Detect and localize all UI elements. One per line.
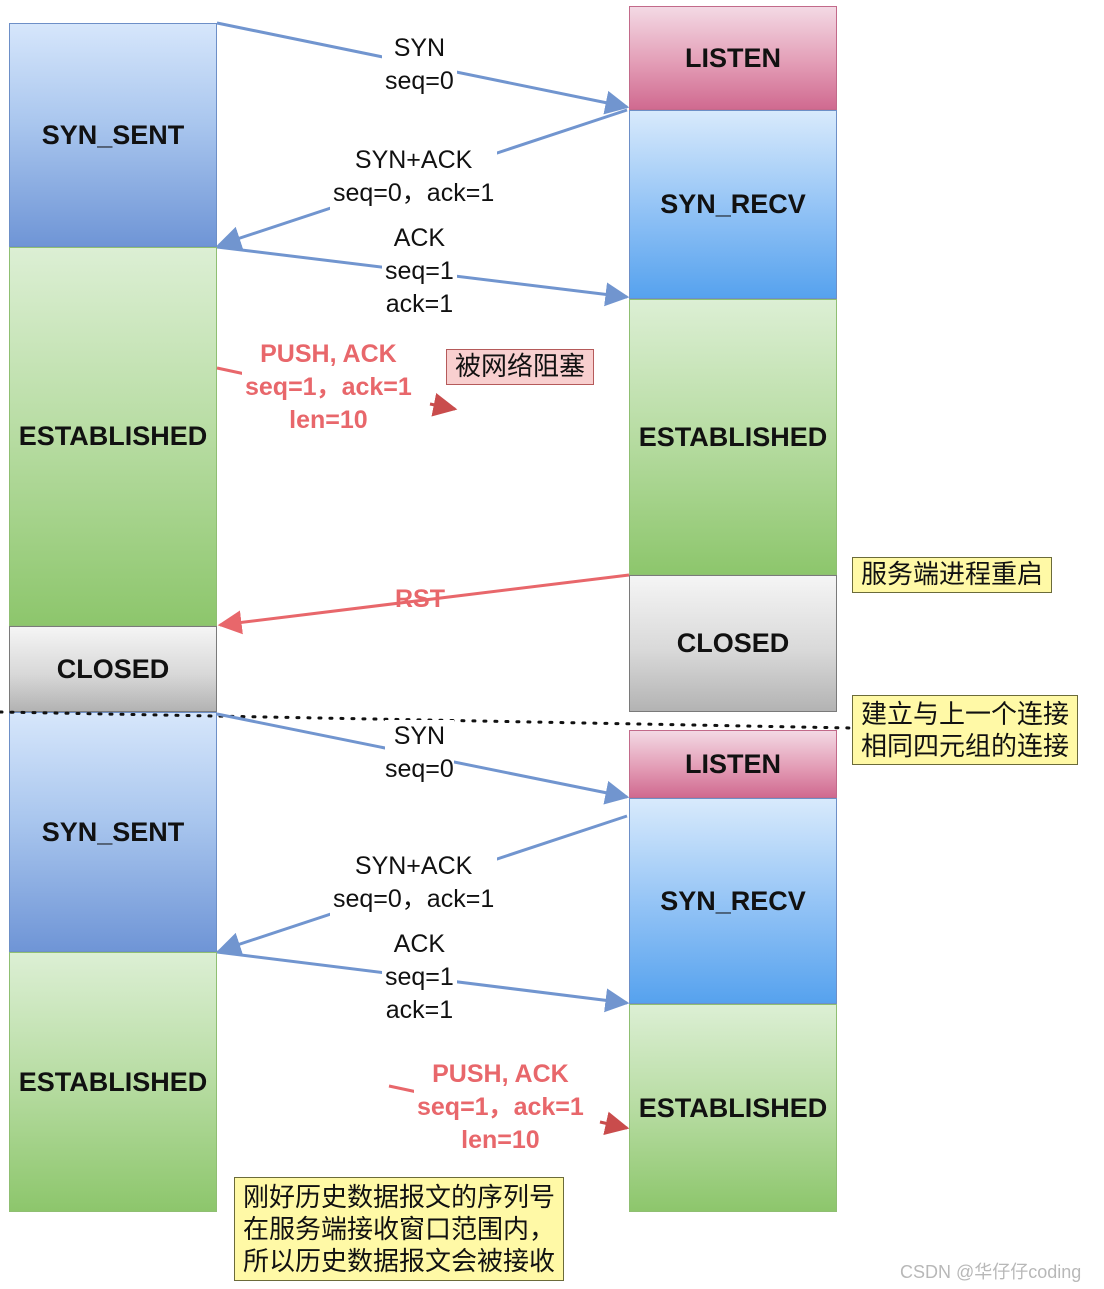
note-line: 相同四元组的连接 [861, 731, 1070, 761]
message-line: len=10 [289, 406, 368, 434]
message-label-syn-1: SYN seq=0 [382, 32, 457, 98]
arrow-push-blocked-end [429, 392, 458, 417]
message-line: ACK [393, 224, 446, 252]
message-label-synack-2: SYN+ACK seq=0，ack=1 [330, 850, 498, 916]
message-label-push-blocked: PUSH, ACK seq=1，ack=1 len=10 [242, 338, 415, 437]
message-label-synack-1: SYN+ACK seq=0，ack=1 [330, 144, 498, 210]
message-line: PUSH, ACK [432, 1060, 569, 1088]
right-state-label: SYN_RECV [660, 189, 806, 219]
left-state-label: ESTABLISHED [18, 421, 208, 451]
note-network-blocked: 被网络阻塞 [446, 349, 595, 385]
left-state-label: SYN_SENT [41, 119, 185, 150]
message-line: seq=0 [385, 67, 454, 95]
right-state-established-2: ESTABLISHED [629, 1004, 837, 1212]
message-label-ack-1: ACK seq=1 ack=1 [382, 222, 457, 321]
message-line: SYN+ACK [354, 852, 473, 880]
message-line: seq=1，ack=1 [245, 373, 412, 401]
message-line: SYN [385, 720, 454, 753]
right-state-label: CLOSED [676, 628, 790, 658]
left-state-label: SYN_SENT [41, 816, 185, 847]
right-state-listen-2: LISTEN [629, 730, 837, 798]
message-line: seq=0 [385, 753, 454, 786]
right-state-label: ESTABLISHED [638, 1092, 828, 1123]
message-line: seq=1，ack=1 [417, 1093, 584, 1121]
message-label-ack-2: ACK seq=1 ack=1 [382, 928, 457, 1027]
message-label-syn-2: SYN seq=0 [382, 720, 457, 786]
message-line: RST [395, 585, 445, 613]
right-state-established-1: ESTABLISHED [629, 299, 837, 575]
message-line: ACK [393, 930, 446, 958]
message-label-push-accepted: PUSH, ACK seq=1，ack=1 len=10 [414, 1058, 587, 1157]
message-line: PUSH, ACK [260, 340, 397, 368]
right-state-syn-recv-2: SYN_RECV [629, 798, 837, 1004]
message-line: seq=0，ack=1 [333, 179, 495, 207]
message-line: SYN+ACK [354, 146, 473, 174]
arrow-push-accepted-start [388, 1084, 418, 1094]
left-state-syn-sent-2: SYN_SENT [9, 712, 217, 952]
left-state-label: CLOSED [56, 653, 170, 684]
right-state-label: LISTEN [684, 748, 781, 779]
message-line: seq=1 [385, 963, 454, 991]
note-line: 所以历史数据报文会被接收 [243, 1246, 556, 1276]
watermark: CSDN @华仔仔coding [900, 1262, 1082, 1282]
note-line: 在服务端接收窗口范围内， [243, 1214, 556, 1244]
arrow-push-accepted-end [599, 1111, 630, 1136]
message-line: seq=0，ack=1 [333, 885, 495, 913]
arrow-push-blocked-start [216, 366, 246, 376]
note-server-restart: 服务端进程重启 [852, 557, 1053, 593]
message-line: seq=1 [385, 257, 454, 285]
right-state-syn-recv-1: SYN_RECV [629, 110, 837, 299]
right-state-listen-1: LISTEN [629, 6, 837, 110]
right-state-label: ESTABLISHED [638, 421, 828, 452]
right-state-label: LISTEN [684, 42, 781, 73]
message-line: ack=1 [385, 290, 454, 318]
message-line: ack=1 [385, 996, 454, 1024]
left-state-closed: CLOSED [9, 626, 217, 712]
message-label-rst: RST [392, 583, 448, 616]
note-new-connection: 建立与上一个连接 相同四元组的连接 [852, 695, 1079, 765]
left-state-established-2: ESTABLISHED [9, 952, 217, 1212]
left-state-syn-sent-1: SYN_SENT [9, 23, 217, 247]
message-line: SYN [393, 34, 446, 62]
note-history-accepted: 刚好历史数据报文的序列号 在服务端接收窗口范围内， 所以历史数据报文会被接收 [234, 1177, 565, 1281]
note-line: 刚好历史数据报文的序列号 [243, 1182, 556, 1212]
left-state-label: ESTABLISHED [18, 1066, 208, 1097]
separator-dotted-line [0, 710, 854, 730]
right-state-closed: CLOSED [629, 575, 837, 712]
note-line: 建立与上一个连接 [861, 699, 1070, 729]
left-state-established-1: ESTABLISHED [9, 247, 217, 626]
right-state-label: SYN_RECV [660, 885, 806, 916]
arrow-rst [217, 573, 630, 635]
message-line: len=10 [461, 1126, 540, 1154]
